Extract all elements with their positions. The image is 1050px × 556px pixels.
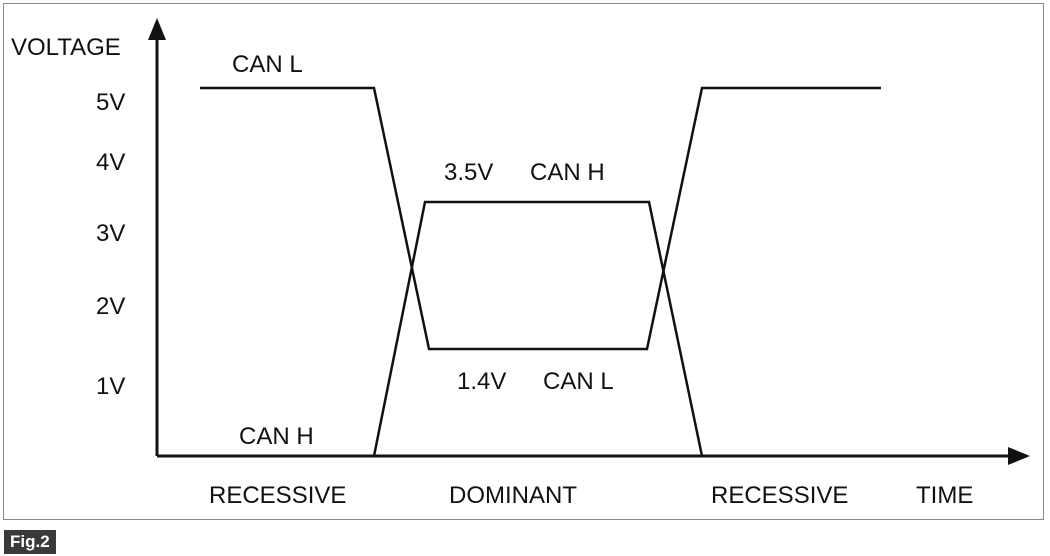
y-tick-2v: 2V (96, 293, 125, 320)
state-dominant: DOMINANT (449, 482, 577, 509)
y-tick-4v: 4V (96, 149, 125, 176)
diagram-frame: VOLTAGE TIME 5V 4V 3V 2V 1V CAN L CAN H … (3, 3, 1044, 520)
x-axis-label: TIME (916, 482, 973, 509)
state-recessive-left: RECESSIVE (209, 482, 346, 509)
can-l-recessive-label: CAN L (232, 51, 303, 78)
can-l-waveform (200, 86, 881, 351)
can-h-waveform (209, 200, 704, 458)
state-recessive-right: RECESSIVE (711, 482, 848, 509)
x-axis-arrow (1008, 447, 1030, 465)
can-h-dominant-label: CAN H (530, 159, 605, 186)
can-voltage-diagram: VOLTAGE TIME 5V 4V 3V 2V 1V CAN L CAN H … (11, 18, 1030, 509)
can-h-recessive-label: CAN H (239, 423, 314, 450)
figure-badge: Fig.2 (4, 530, 56, 554)
can-l-dominant-label: CAN L (543, 368, 614, 395)
can-l-dominant-value: 1.4V (457, 368, 506, 395)
y-tick-1v: 1V (96, 373, 125, 400)
y-axis-arrow (148, 18, 166, 40)
y-tick-5v: 5V (96, 89, 125, 116)
can-h-dominant-value: 3.5V (444, 159, 493, 186)
y-tick-3v: 3V (96, 220, 125, 247)
y-axis-label: VOLTAGE (11, 34, 121, 61)
